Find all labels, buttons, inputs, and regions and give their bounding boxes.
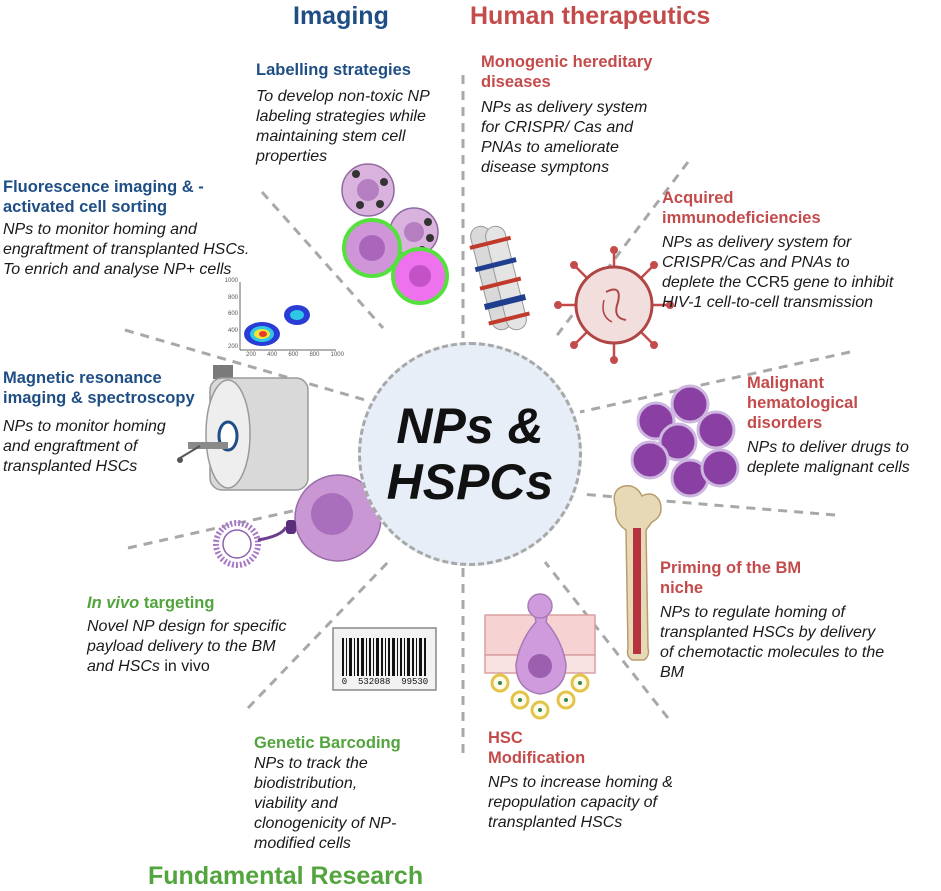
facs-x-ticks: 200 400 600 800 1000 xyxy=(246,352,344,358)
acquired-body-b: gene to inhibit HIV-1 cell-to-cell trans… xyxy=(662,274,894,311)
divider-line xyxy=(579,350,851,414)
acquired-body-gene: CCR5 xyxy=(745,274,790,291)
hscmod-body: NPs to increase homing & repopulation ca… xyxy=(488,774,673,831)
facs-y-tick: 200 xyxy=(227,344,238,350)
labelling-heading: Labelling strategies xyxy=(256,61,411,79)
facs-x-tick: 1000 xyxy=(330,352,344,358)
facs-y-tick: 600 xyxy=(227,311,238,317)
invivo-body-plain: in vivo xyxy=(159,658,210,675)
mri-heading: Magnetic resonance imaging & spectroscop… xyxy=(3,369,195,407)
hsc-niche-illustration xyxy=(484,593,596,720)
divider-line xyxy=(543,561,670,719)
facs-plot-illustration xyxy=(239,282,336,351)
acquired-body: NPs as delivery system for CRISPR/Cas an… xyxy=(662,233,902,313)
fluorescence-body: NPs to monitor homing and engraftment of… xyxy=(3,221,250,278)
barcoding-heading: Genetic Barcoding xyxy=(254,734,401,752)
facs-x-tick: 800 xyxy=(309,352,320,358)
category-human-therapeutics: Human therapeutics xyxy=(470,2,711,30)
facs-y-tick: 400 xyxy=(227,327,238,334)
facs-x-tick: 400 xyxy=(267,352,278,358)
invivo-heading-rest: targeting xyxy=(139,594,215,612)
acquired-heading: Acquired immunodeficiencies xyxy=(662,189,821,227)
malignant-heading: Malignant hematological disorders xyxy=(747,374,858,432)
facs-y-tick: 1000 xyxy=(224,278,238,284)
divider-line xyxy=(124,328,366,402)
barcode-illustration xyxy=(332,627,437,691)
divider-line xyxy=(260,191,385,329)
monogenic-heading: Monogenic hereditary diseases xyxy=(481,53,653,91)
barcoding-body: NPs to track the biodistribution, viabil… xyxy=(254,755,397,852)
invivo-body: Novel NP design for specific payload del… xyxy=(87,617,287,677)
chromosome-illustration xyxy=(469,225,530,331)
invivo-body-italic: Novel NP design for specific payload del… xyxy=(87,618,287,675)
category-fundamental-research: Fundamental Research xyxy=(148,862,424,890)
priming-body: NPs to regulate homing of transplanted H… xyxy=(660,604,885,681)
center-circle: NPs & HSPCs xyxy=(358,342,582,566)
priming-heading: Priming of the BM niche xyxy=(660,559,802,597)
mri-scanner-illustration xyxy=(177,365,309,491)
divider-line xyxy=(246,558,392,710)
facs-x-tick: 600 xyxy=(288,352,299,358)
acquired-body-a: NPs as delivery system for CRISPR/Cas an… xyxy=(662,234,852,291)
facs-y-tick: 800 xyxy=(227,294,238,301)
barcode-digits: 0 532088 99530 xyxy=(341,677,429,687)
virus-illustration xyxy=(554,246,674,364)
divider-line xyxy=(127,492,369,550)
category-imaging: Imaging xyxy=(293,2,389,30)
malignant-body: NPs to deliver drugs to deplete malignan… xyxy=(747,439,910,476)
malignant-cells-illustration xyxy=(630,384,740,498)
mri-body: NPs to monitor homing and engraftment of… xyxy=(3,418,166,475)
invivo-heading: In vivo targeting xyxy=(87,593,287,613)
labelled-cells-illustration xyxy=(341,163,449,305)
center-title-line1: NPs & xyxy=(396,398,544,454)
bone-illustration xyxy=(613,484,662,661)
labelling-body: To develop non-toxic NP labeling strateg… xyxy=(256,88,430,165)
facs-y-ticks: 200 400 600 800 1000 xyxy=(222,278,238,350)
monogenic-body: NPs as delivery system for CRISPR/ Cas a… xyxy=(481,99,648,176)
fluorescence-heading: Fluorescence imaging & -activated cell s… xyxy=(3,178,204,216)
invivo-heading-italic: In vivo xyxy=(87,594,140,612)
center-title-line2: HSPCs xyxy=(386,454,554,510)
facs-x-tick: 200 xyxy=(246,352,257,358)
hscmod-heading: HSC Modification xyxy=(488,729,586,767)
